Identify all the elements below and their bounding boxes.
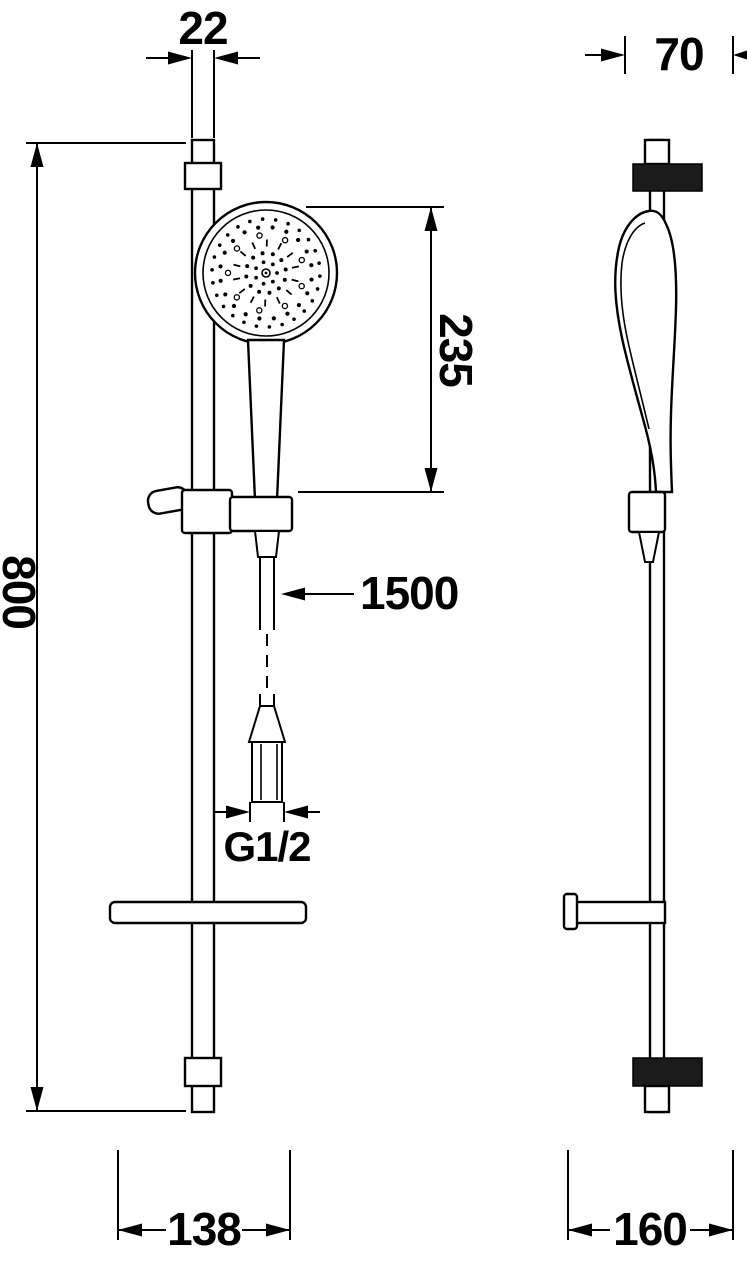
rail-top-cap-side (643, 138, 671, 166)
dim-label-rail-length: 800 (0, 555, 45, 629)
wall-bracket-top (632, 163, 703, 192)
rail-bottom-collar-front (183, 1056, 223, 1088)
dim-label-hose-length: 1500 (360, 567, 458, 619)
soap-shelf-lip (562, 892, 579, 931)
dim-label-hose-thread: G1/2 (223, 823, 310, 870)
slider-block-side (627, 490, 667, 534)
handshower-holder (228, 495, 294, 533)
rail-front (190, 138, 216, 1114)
hose-nut-upper (253, 530, 281, 558)
dim-label-base-depth-side: 160 (613, 1203, 687, 1255)
shower-head-nozzle-pattern (210, 217, 322, 329)
slider-block-front (180, 488, 234, 535)
dim-label-bracket-depth: 70 (654, 28, 703, 80)
dimension-hose-thread: G1/2 (214, 802, 320, 870)
dimension-base-depth-side: 160 (567, 1150, 734, 1255)
rail-bottom-cap-side (643, 1084, 671, 1114)
wall-bracket-bottom (632, 1057, 703, 1087)
dimension-rail-width: 22 (146, 2, 260, 138)
shower-handle (246, 338, 286, 502)
dimension-hose-length: 1500 (281, 567, 459, 619)
front-view: 22 800 235 1500 (0, 2, 482, 1255)
handshower-side-profile (614, 209, 678, 494)
hose-nut-side (637, 531, 661, 563)
side-view: 70 160 (562, 28, 747, 1255)
dimension-base-width-front: 138 (117, 1150, 291, 1255)
shower-head-faceplate-ring (202, 209, 330, 337)
dim-label-base-width-front: 138 (167, 1203, 241, 1255)
dimension-rail-length: 800 (0, 142, 186, 1112)
hose-end-cone (247, 705, 287, 743)
handshower-faceplate-edge (620, 222, 650, 430)
dimension-bracket-depth: 70 (585, 28, 747, 80)
rail-top-collar-front (183, 161, 223, 191)
soap-shelf-side (564, 900, 667, 925)
dim-label-rail-width: 22 (178, 2, 227, 54)
soap-shelf-front (108, 900, 308, 925)
dim-label-handshower-length: 235 (430, 313, 482, 387)
dimension-handshower-length: 235 (298, 206, 482, 493)
